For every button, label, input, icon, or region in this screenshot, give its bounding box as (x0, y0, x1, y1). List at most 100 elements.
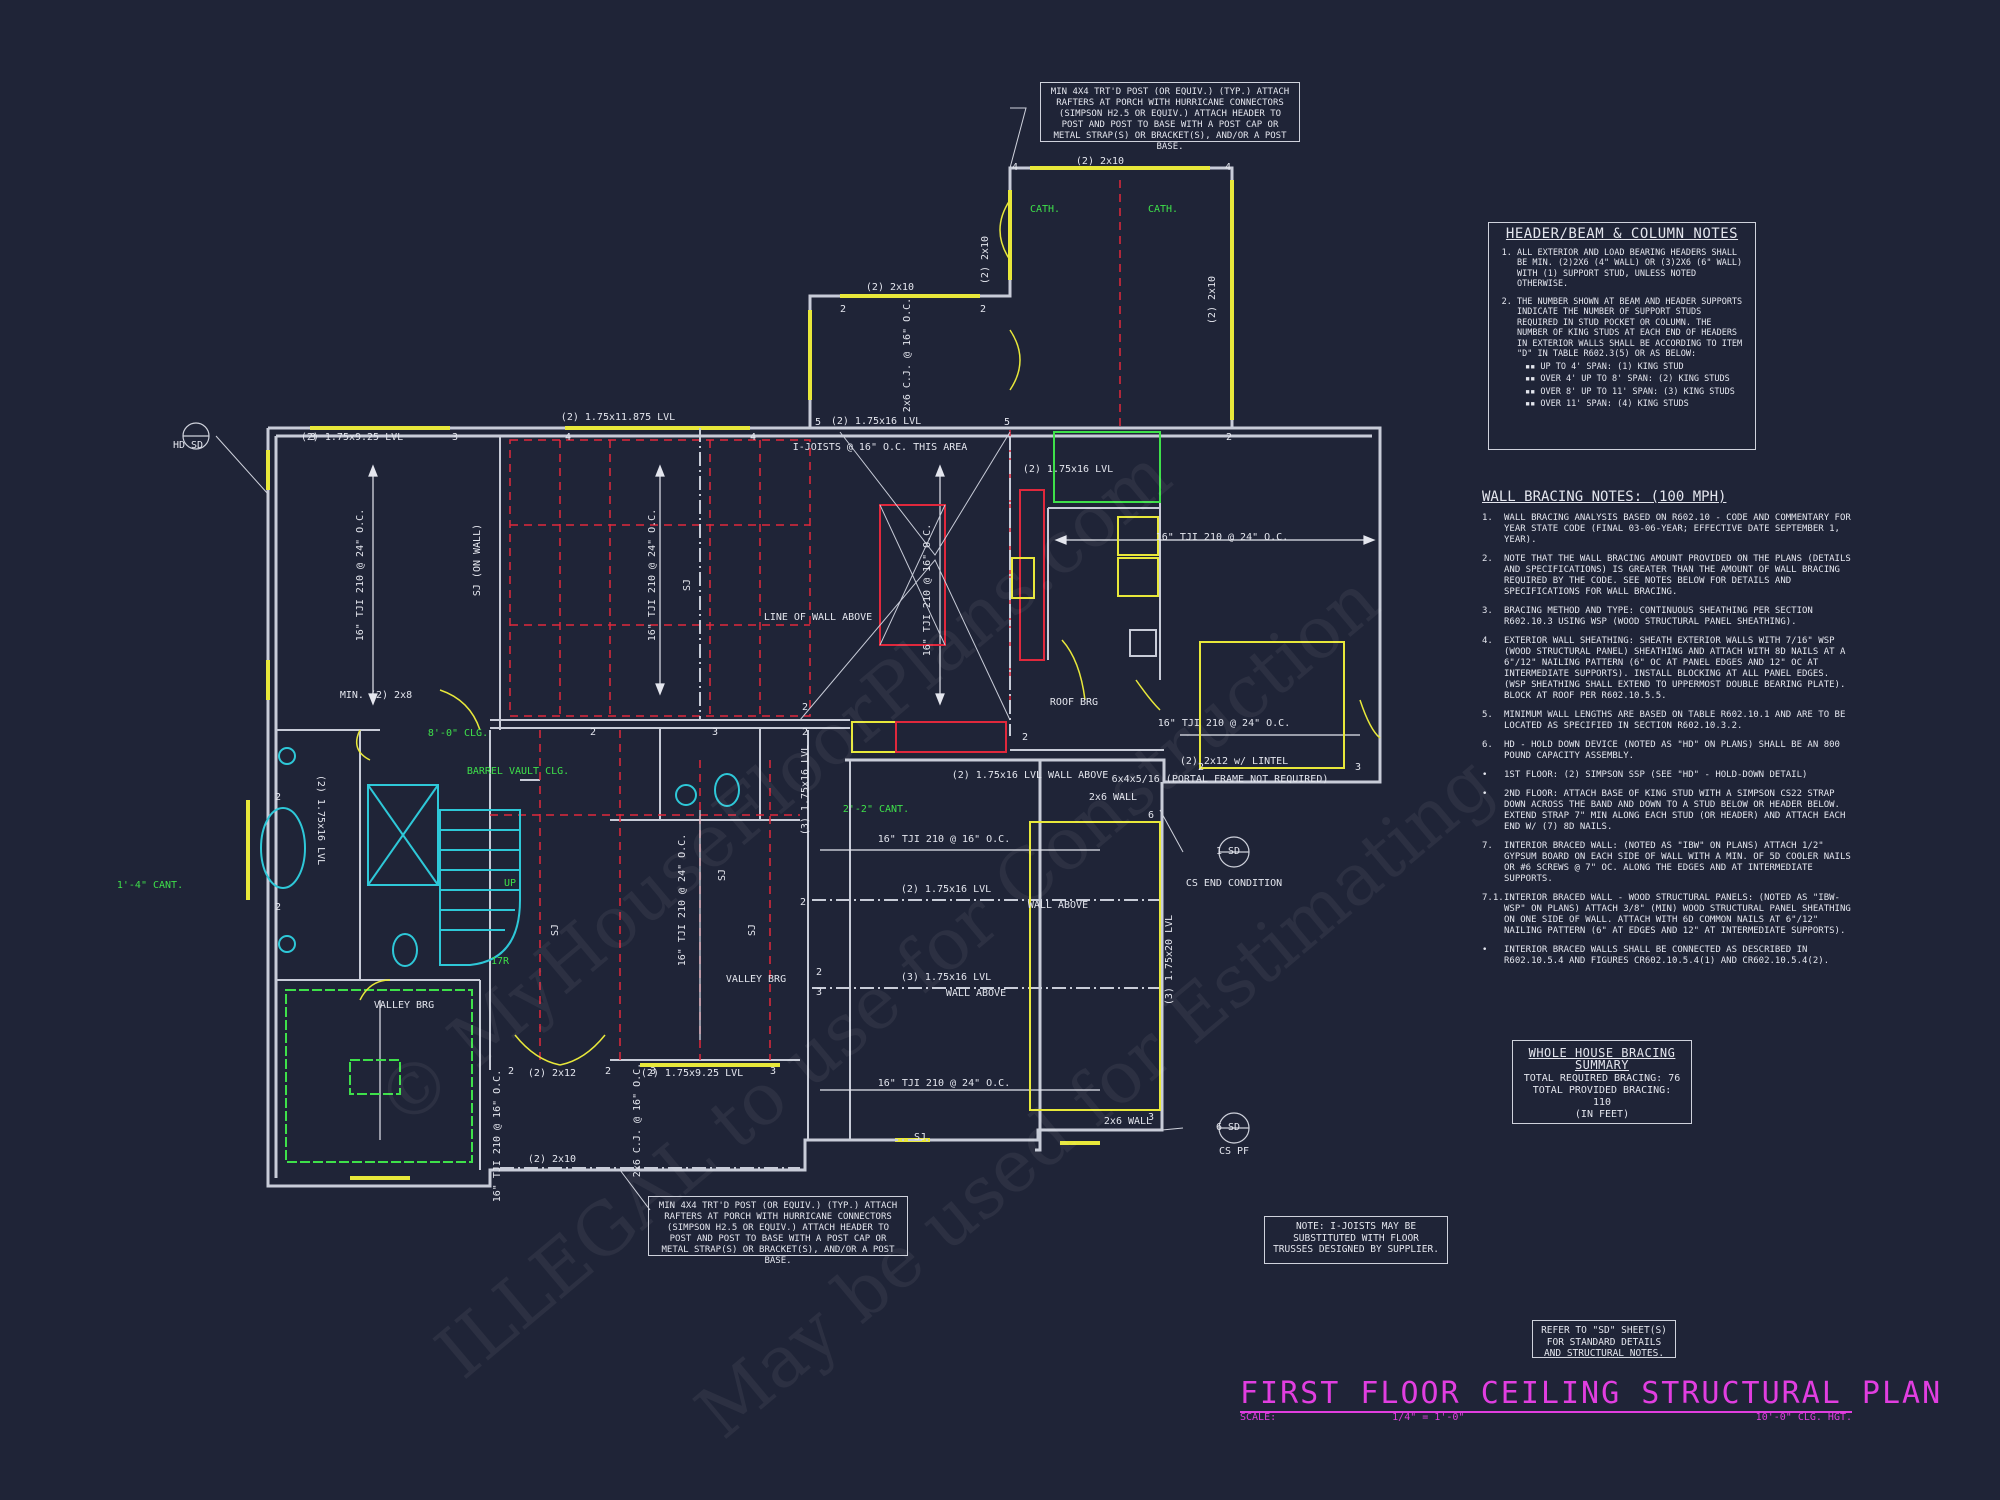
plan-label: (2) 1.75x16 LVL WALL ABOVE (952, 770, 1109, 781)
bracing-note-number: • (1482, 770, 1488, 780)
bracing-note-number: 7.1. (1482, 893, 1504, 903)
scale-line: SCALE: 1/4" = 1'-0" 10'-0" CLG. HGT. (1240, 1412, 1852, 1423)
plan-label: CATH. (1030, 204, 1060, 215)
scale-label: SCALE: 1/4" = 1'-0" (1240, 1412, 1465, 1423)
plan-label: (2) 1.75x16 LVL (831, 416, 921, 427)
bracing-note-number: 7. (1482, 841, 1493, 851)
whole-house-bracing-summary: WHOLE HOUSE BRACING SUMMARY TOTAL REQUIR… (1512, 1040, 1692, 1124)
king-stud-rule: UP TO 4' SPAN: (1) KING STUD (1525, 362, 1747, 373)
wall-bracing-notes: WALL BRACING NOTES: (100 MPH) 1. WALL BRA… (1482, 489, 1854, 975)
svg-text:2: 2 (802, 727, 808, 738)
plan-label: (2) 2x10 (866, 282, 914, 293)
svg-text:2: 2 (605, 1066, 611, 1077)
plan-label: 2'-2" CANT. (843, 804, 909, 815)
bracing-note-text: WALL BRACING ANALYSIS BASED ON R602.10 -… (1504, 513, 1851, 545)
header-notes-title: HEADER/BEAM & COLUMN NOTES (1505, 226, 1739, 242)
ijoist-substitution-note: NOTE: I-JOISTS MAY BE SUBSTITUTED WITH F… (1264, 1216, 1448, 1264)
bracing-note-text: 2ND FLOOR: ATTACH BASE OF KING STUD WITH… (1504, 789, 1846, 832)
bracing-note-item: 6.HD - HOLD DOWN DEVICE (NOTED AS "HD" O… (1482, 740, 1854, 762)
plan-label: 16" TJI 210 @ 24" O.C. (1158, 718, 1290, 729)
plan-label: SJ (747, 924, 758, 936)
svg-text:2: 2 (1022, 732, 1028, 743)
refer-sd-sheet-note: REFER TO "SD" SHEET(S) FOR STANDARD DETA… (1532, 1320, 1676, 1359)
bracing-note-number: 3. (1482, 606, 1493, 616)
plan-label: 2x6 C.J. @ 16" O.C. (632, 1063, 643, 1177)
bracing-units: (IN FEET) (1574, 1109, 1630, 1120)
bracing-note-number: 5. (1482, 710, 1493, 720)
svg-text:2: 2 (275, 792, 281, 803)
span-arrows (368, 464, 1376, 1140)
plan-label: 2x6 C.J. @ 16" O.C. (902, 298, 913, 412)
plan-label: (2) 2x10 (980, 236, 991, 284)
bracing-note-text: MINIMUM WALL LENGTHS ARE BASED ON TABLE … (1504, 710, 1846, 731)
plan-label: VALLEY BRG (726, 974, 786, 985)
bracing-note-number: 1. (1482, 513, 1493, 523)
bracing-summary-title: WHOLE HOUSE BRACING SUMMARY (1528, 1046, 1676, 1072)
bracing-note-item: • 1ST FLOOR: (2) SIMPSON SSP (SEE "HD" - … (1482, 770, 1854, 781)
bracing-notes-list: 1. WALL BRACING ANALYSIS BASED ON R602.10… (1482, 513, 1854, 967)
plan-label: SJ (717, 869, 728, 881)
bracing-note-text: 1ST FLOOR: (2) SIMPSON SSP (SEE "HD" - H… (1504, 770, 1808, 780)
svg-text:2: 2 (275, 902, 281, 913)
bracing-notes-title: WALL BRACING NOTES: (100 MPH) (1482, 489, 1727, 505)
ceiling-height: 10'-0" CLG. HGT. (1755, 1412, 1852, 1423)
beams (500, 428, 1163, 1169)
detail-markers (182, 422, 1250, 1144)
plan-label: CS END CONDITION (1186, 878, 1282, 889)
plan-label: CS PF (1219, 1146, 1249, 1157)
plan-label: (3) 1.75x16 LVL (901, 972, 991, 983)
plan-label: (3) 1.75x16 LVL (800, 745, 811, 835)
svg-text:3: 3 (816, 987, 822, 998)
plan-label: SJ (ON WALL) (472, 524, 483, 596)
plan-label: SJ (682, 579, 693, 591)
plan-label: CATH. (1148, 204, 1178, 215)
svg-text:5: 5 (815, 417, 821, 428)
svg-text:2: 2 (816, 967, 822, 978)
svg-text:3: 3 (1148, 1112, 1154, 1123)
plan-label: 1 SD (1216, 846, 1240, 857)
bracing-note-text: INTERIOR BRACED WALLS SHALL BE CONNECTED… (1504, 945, 1830, 966)
plan-label: SJ (914, 1132, 926, 1143)
plan-label: (2) 1.75x16 LVL (901, 884, 991, 895)
plan-label: (2) 2x10 (1076, 156, 1124, 167)
bracing-note-number: • (1482, 789, 1488, 799)
provided-bracing: TOTAL PROVIDED BRACING: 110 (1532, 1085, 1672, 1108)
bracing-note-text: EXTERIOR WALL SHEATHING: SHEATH EXTERIOR… (1504, 636, 1846, 701)
bracing-note-text: INTERIOR BRACED WALL - WOOD STRUCTURAL P… (1504, 893, 1851, 936)
plan-label: 2x6 WALL (1089, 792, 1137, 803)
svg-text:2: 2 (508, 1066, 514, 1077)
svg-text:2: 2 (590, 727, 596, 738)
plan-label: 16" TJI 210 @ 16" O.C. (492, 1070, 503, 1202)
plan-label: 17R (491, 956, 510, 967)
bedroom-ceiling (285, 989, 473, 1163)
plan-label: 16" TJI 210 @ 24" O.C. (1156, 532, 1288, 543)
svg-text:6: 6 (1148, 810, 1154, 821)
plan-label: SJ (550, 924, 561, 936)
plan-label: WALL ABOVE (1028, 900, 1088, 911)
header-note-1: ALL EXTERIOR AND LOAD BEARING HEADERS SH… (1517, 248, 1747, 290)
bracing-note-item: 2.NOTE THAT THE WALL BRACING AMOUNT PROV… (1482, 554, 1854, 598)
plan-label: (2) 1.75x9.25 LVL (301, 432, 403, 443)
plan-label: VALLEY BRG (374, 1000, 434, 1011)
bracing-note-item: •INTERIOR BRACED WALLS SHALL BE CONNECTE… (1482, 945, 1854, 967)
plan-label: (3) 1.75x20 LVL (1164, 915, 1175, 1005)
plan-label: (2) 2x10 (528, 1154, 576, 1165)
king-stud-rule: OVER 4' UP TO 8' SPAN: (2) KING STUDS (1525, 374, 1747, 385)
door-swings (355, 199, 1381, 1066)
ijoist-area-lines (799, 431, 1011, 721)
bracing-note-item: 7. INTERIOR BRACED WALL: (NOTED AS "IBW" … (1482, 841, 1854, 885)
bracing-note-text: INTERIOR BRACED WALL: (NOTED AS "IBW" ON… (1504, 841, 1851, 884)
plan-label: 6 SD (1216, 1122, 1240, 1133)
plan-label: (2) 1.75x16 LVL (1023, 464, 1113, 475)
svg-text:5: 5 (1004, 417, 1010, 428)
plan-label: I-JOISTS @ 16" O.C. THIS AREA (793, 442, 968, 453)
plan-label: 16" TJI 210 @ 16" O.C. (878, 834, 1010, 845)
plan-label: (2) 1.75x16 LVL (315, 775, 326, 865)
plan-label: 16" TJI 210 @ 24" O.C. (355, 509, 366, 641)
leader-lines (215, 107, 1184, 1211)
window-openings (246, 166, 1234, 1180)
king-stud-rule: OVER 11' SPAN: (4) KING STUDS (1525, 399, 1747, 410)
header-note-2-text: THE NUMBER SHOWN AT BEAM AND HEADER SUPP… (1517, 296, 1743, 360)
bracing-note-text: BRACING METHOD AND TYPE: CONTINUOUS SHEA… (1504, 606, 1813, 627)
plan-label: 1'-4" CANT. (117, 880, 183, 891)
